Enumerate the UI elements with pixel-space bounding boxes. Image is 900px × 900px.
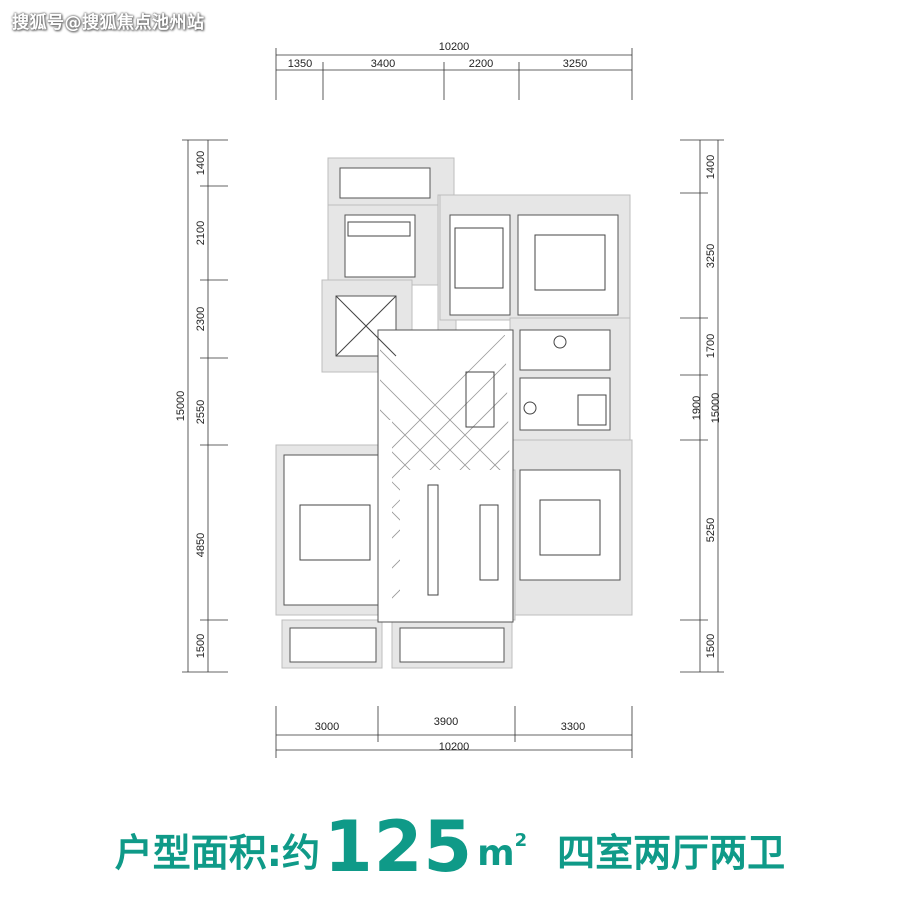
layout-type: 四室两厅两卫 <box>557 831 786 875</box>
dim-right-6: 1500 <box>705 634 717 658</box>
dim-left-3: 2300 <box>195 307 207 331</box>
bed-upper-2 <box>534 234 606 291</box>
toilet-1 <box>553 335 567 349</box>
room-bath-right-1 <box>519 329 611 371</box>
dim-left-5: 4850 <box>195 533 207 557</box>
dim-right-total: 15000 <box>710 393 722 424</box>
room-bedroom-upper-1 <box>449 214 511 316</box>
room-bath-right-2 <box>519 377 611 431</box>
dim-top-4: 3250 <box>563 58 587 70</box>
bed-left <box>299 504 371 561</box>
room-bedroom-upper-2 <box>517 214 619 316</box>
dim-bottom-2: 3900 <box>434 716 458 728</box>
dim-left-1: 1400 <box>195 151 207 175</box>
area-unit-base: m <box>477 833 515 874</box>
dim-top-1: 1350 <box>288 58 312 70</box>
tv-cabinet <box>427 484 439 596</box>
dining-table <box>465 371 495 428</box>
watermark-text: 搜狐号@搜狐焦点池州站 <box>12 13 205 33</box>
area-unit-sup: 2 <box>514 830 528 851</box>
dim-left-2: 2100 <box>195 221 207 245</box>
dim-right-1: 1400 <box>705 155 717 179</box>
dim-left-4: 2550 <box>195 400 207 424</box>
floor-plan-diagram: 10200 1350 3400 2200 3250 3000 3900 3300… <box>175 41 724 758</box>
dim-left-6: 1500 <box>195 634 207 658</box>
dim-left-total: 15000 <box>175 391 187 422</box>
dining-hall-floor <box>377 329 514 623</box>
area-unit: m2 <box>477 832 527 874</box>
dim-bottom-1: 3000 <box>315 721 339 733</box>
bed-upper-1 <box>454 227 504 289</box>
furniture <box>299 221 607 596</box>
dimension-lines <box>182 48 724 758</box>
kitchen-counter <box>347 221 411 237</box>
balcony-center <box>399 627 505 663</box>
dim-top-3: 2200 <box>469 58 493 70</box>
balcony-left <box>289 627 377 663</box>
room-bedroom-left <box>283 454 380 606</box>
area-value: 125 <box>324 805 474 888</box>
room-top-utility <box>339 167 431 199</box>
dim-right-5: 5250 <box>705 518 717 542</box>
dim-right-2: 3250 <box>705 244 717 268</box>
dimension-labels: 10200 1350 3400 2200 3250 3000 3900 3300… <box>175 41 722 753</box>
sofa <box>479 504 499 581</box>
dim-right-3: 1700 <box>705 334 717 358</box>
area-caption: 户型面积:约 125 m2 四室两厅两卫 <box>0 800 900 888</box>
room-bedroom-right <box>519 469 621 581</box>
area-label: 户型面积:约 <box>114 831 320 875</box>
bed-right <box>539 499 601 556</box>
bathtub <box>577 394 607 426</box>
dim-bottom-total: 10200 <box>439 741 470 753</box>
dim-right-4: 1900 <box>691 396 703 420</box>
dim-top-total: 10200 <box>439 41 470 53</box>
dim-top-2: 3400 <box>371 58 395 70</box>
toilet-2 <box>523 401 537 415</box>
dim-bottom-3: 3300 <box>561 721 585 733</box>
room-kitchen <box>344 214 416 278</box>
